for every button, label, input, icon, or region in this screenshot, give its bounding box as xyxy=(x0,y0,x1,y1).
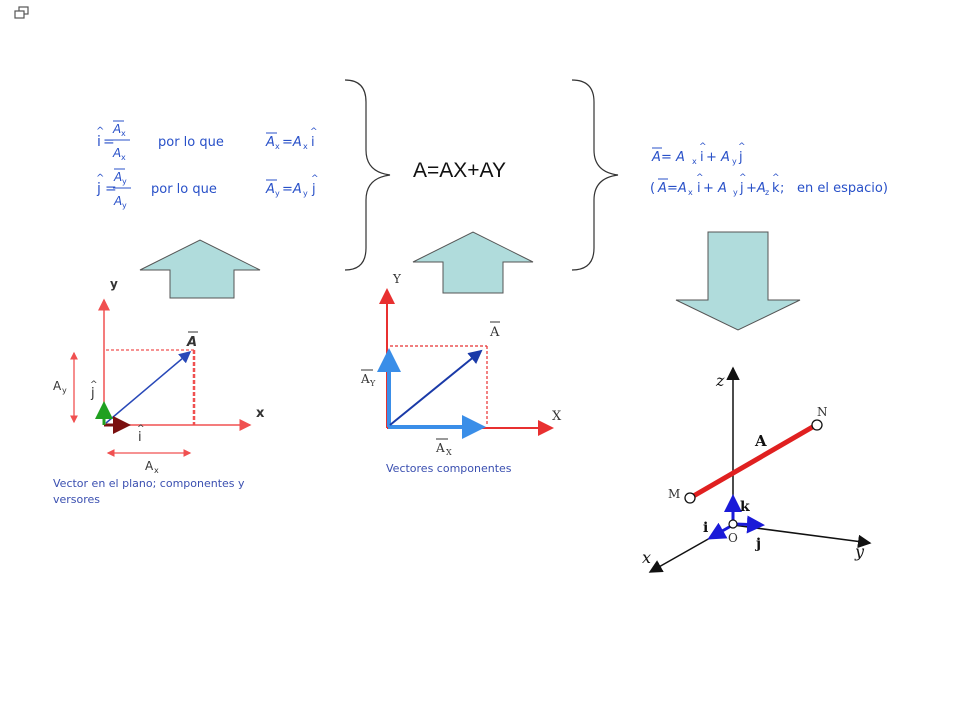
svg-text:A: A xyxy=(113,170,122,184)
space-unit-j-label: j xyxy=(754,536,761,552)
svg-text:^: ^ xyxy=(96,173,104,184)
plane-vector-A-label: A xyxy=(186,335,197,350)
svg-text:A: A xyxy=(112,146,121,160)
svg-text:y: y xyxy=(275,189,280,198)
svg-text:x: x xyxy=(275,142,280,151)
svg-text:^: ^ xyxy=(311,174,319,184)
svg-text:^: ^ xyxy=(310,127,318,137)
svg-text:A: A xyxy=(651,150,661,165)
por-lo-que-2: por lo que xyxy=(151,182,217,197)
center-equation: A=AX+AY xyxy=(413,159,506,182)
space-M-label: M xyxy=(668,487,680,501)
svg-text:en el espacio): en el espacio) xyxy=(797,181,888,196)
right-brace xyxy=(571,79,619,271)
plane-y-label: y xyxy=(110,277,118,291)
svg-text:+ A: + A xyxy=(703,181,727,196)
svg-text:A: A xyxy=(265,182,275,197)
svg-text:=: = xyxy=(103,134,115,150)
svg-text:^: ^ xyxy=(137,424,145,434)
svg-text:A: A xyxy=(113,194,122,208)
svg-text:i: i xyxy=(697,181,701,196)
svg-text:^: ^ xyxy=(739,173,747,183)
svg-text:=: = xyxy=(105,181,117,197)
components-Y-label: Y xyxy=(392,272,402,286)
svg-text:y: y xyxy=(303,189,308,198)
svg-text:Y: Y xyxy=(369,379,376,388)
svg-text:y: y xyxy=(62,386,67,395)
window-restore-icon[interactable] xyxy=(14,6,30,20)
space-N-label: N xyxy=(817,405,828,419)
svg-text:j: j xyxy=(739,181,744,196)
svg-text:A: A xyxy=(657,181,667,196)
space-unit-k-label: k xyxy=(740,499,750,515)
space-z-label: z xyxy=(715,371,725,390)
svg-text:^: ^ xyxy=(738,142,746,152)
svg-text:=A: =A xyxy=(282,182,302,197)
svg-text:A: A xyxy=(112,122,121,136)
svg-text:x: x xyxy=(303,142,308,151)
svg-text:A: A xyxy=(265,135,275,150)
unit-i-symbol: i xyxy=(97,134,101,150)
diagram-plane: y x A i ^ j ^ A y A x Vector en el plano… xyxy=(53,277,265,506)
plane-caption-line2: versores xyxy=(53,493,100,506)
svg-text:y: y xyxy=(122,177,127,186)
svg-text:i: i xyxy=(311,135,315,150)
up-arrow-center xyxy=(412,231,534,294)
space-unit-i-label: i xyxy=(703,520,708,536)
svg-text:^: ^ xyxy=(90,380,98,390)
svg-text:=A: =A xyxy=(667,181,687,196)
unit-j-symbol: j xyxy=(96,181,101,197)
components-A-label: A xyxy=(489,325,500,340)
space-vector-A-label: A xyxy=(754,432,767,450)
plane-caption-line1: Vector en el plano; componentes y xyxy=(53,477,245,490)
svg-text:^: ^ xyxy=(696,173,704,183)
plane-unit-j-label: j xyxy=(90,386,95,401)
formulas-right: A = A x i ^ + A y j ^ ( A =A x i ^ + A y… xyxy=(650,142,888,197)
svg-text:x: x xyxy=(692,157,697,166)
svg-text:z: z xyxy=(765,188,769,197)
diagram-space: z y x N M A k i j O xyxy=(642,366,872,573)
formulas-left: i ^ = A x A x por lo que A x =A x i ^ j … xyxy=(96,120,319,210)
svg-text:+A: +A xyxy=(746,181,766,196)
svg-text:j: j xyxy=(311,182,316,197)
svg-text:(: ( xyxy=(650,181,655,196)
svg-text:=A: =A xyxy=(282,135,302,150)
down-arrow-right xyxy=(675,231,801,331)
plane-Ay-label: A xyxy=(53,379,62,393)
space-origin-label: O xyxy=(728,531,738,545)
svg-text:X: X xyxy=(446,448,452,457)
up-arrow-left xyxy=(139,239,261,299)
por-lo-que-1: por lo que xyxy=(158,135,224,150)
svg-text:^: ^ xyxy=(96,126,104,137)
plane-x-label: x xyxy=(256,406,265,421)
components-AX-label: A xyxy=(435,441,445,455)
components-caption: Vectores componentes xyxy=(386,462,512,475)
svg-text:x: x xyxy=(688,188,693,197)
svg-text:+ A: + A xyxy=(706,150,730,165)
space-y-label: y xyxy=(854,542,865,561)
svg-text:;: ; xyxy=(780,181,784,196)
svg-text:y: y xyxy=(732,157,737,166)
svg-text:^: ^ xyxy=(699,142,707,152)
svg-text:y: y xyxy=(733,188,738,197)
svg-text:x: x xyxy=(154,466,159,475)
svg-text:y: y xyxy=(122,201,127,210)
space-x-label: x xyxy=(642,548,651,567)
svg-text:^: ^ xyxy=(772,173,780,183)
plane-unit-i-label: i xyxy=(138,430,142,445)
left-brace xyxy=(344,79,391,271)
svg-text:k: k xyxy=(772,181,780,196)
components-X-label: X xyxy=(552,409,562,424)
diagram-components: Y X A A Y A X Vectores componentes xyxy=(360,272,562,475)
svg-text:x: x xyxy=(121,153,126,162)
svg-text:j: j xyxy=(738,150,743,165)
plane-Ax-label: A xyxy=(145,459,154,473)
svg-text:x: x xyxy=(121,129,126,138)
svg-text:i: i xyxy=(700,150,704,165)
svg-text:= A: = A xyxy=(661,150,685,165)
components-AY-label: A xyxy=(360,372,370,386)
